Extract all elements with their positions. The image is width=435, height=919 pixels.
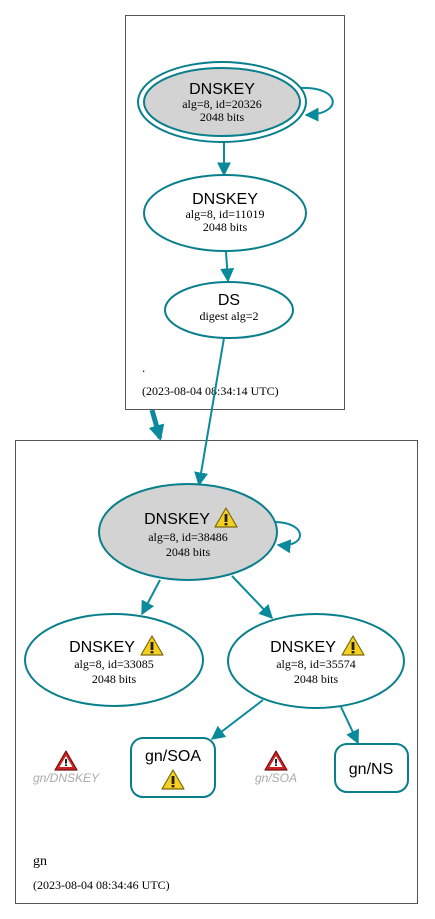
gn-soa-error-label: gn/SOA: [255, 771, 297, 785]
gn-dnskey-error-label: gn/DNSKEY: [33, 771, 100, 785]
gn-key2-to-soa-edge: [210, 699, 264, 740]
root-ksk-self-signature-edge: [299, 86, 334, 122]
root-zsk-to-ds-edge: [220, 251, 235, 283]
zone-root: DNSKEY alg=8, id=20326 2048 bits DNSKEY …: [125, 15, 345, 410]
gn-key-35574-detail: alg=8, id=35574: [276, 657, 356, 671]
root-zsk-type: DNSKEY: [192, 191, 258, 208]
gn-key-33085-size: 2048 bits: [92, 672, 137, 686]
gn-ksk-type: DNSKEY: [144, 511, 210, 528]
gn-ksk-detail: alg=8, id=38486: [148, 530, 228, 544]
gn-ns-node[interactable]: gn/NS: [334, 743, 409, 793]
gn-key2-to-ns-edge: [340, 706, 359, 745]
gn-ksk-to-key1-edge: [141, 579, 161, 616]
root-ksk-detail: alg=8, id=20326: [182, 97, 262, 111]
gn-soa-node[interactable]: gn/SOA: [130, 737, 216, 798]
root-ksk-node[interactable]: DNSKEY alg=8, id=20326 2048 bits: [137, 61, 307, 143]
root-ksk-size: 2048 bits: [200, 110, 245, 124]
ds-to-gn-ksk-edge: [194, 337, 225, 487]
gn-key-35574-type: DNSKEY: [270, 639, 336, 656]
gn-soa-error[interactable]: gn/SOA: [255, 750, 297, 785]
gn-ksk-size: 2048 bits: [166, 545, 211, 559]
root-ds-type: DS: [218, 292, 240, 309]
zone-root-timestamp: (2023-08-04 08:34:14 UTC): [142, 384, 279, 398]
gn-key-33085-node[interactable]: DNSKEY alg=8, id=33085 2048 bits: [24, 613, 204, 707]
zone-gn: DNSKEY alg=8, id=38486 2048 bits DNSKEY …: [15, 337, 418, 904]
gn-key-33085-type: DNSKEY: [69, 639, 135, 656]
zone-root-label: .: [142, 360, 145, 375]
zone-gn-label: gn: [33, 854, 47, 869]
gn-ksk-node[interactable]: DNSKEY alg=8, id=38486 2048 bits: [98, 483, 278, 581]
gn-key-33085-detail: alg=8, id=33085: [74, 657, 154, 671]
gn-ksk-to-key2-edge: [231, 575, 273, 620]
root-ds-node[interactable]: DS digest alg=2: [164, 281, 294, 339]
root-ds-detail: digest alg=2: [199, 309, 258, 323]
root-zsk-detail: alg=8, id=11019: [185, 207, 264, 221]
gn-ksk-self-signature-edge: [273, 521, 301, 554]
zone-gn-timestamp: (2023-08-04 08:34:46 UTC): [33, 878, 170, 892]
gn-ns-type: gn/NS: [349, 761, 393, 778]
gn-key-35574-node[interactable]: DNSKEY alg=8, id=35574 2048 bits: [227, 613, 405, 709]
delegation-edge: [148, 409, 165, 442]
gn-key-35574-size: 2048 bits: [294, 672, 339, 686]
gn-soa-type: gn/SOA: [145, 748, 201, 765]
root-ksk-type: DNSKEY: [189, 81, 255, 98]
gn-dnskey-error[interactable]: gn/DNSKEY: [33, 750, 100, 785]
root-zsk-node[interactable]: DNSKEY alg=8, id=11019 2048 bits: [143, 174, 307, 252]
root-zsk-size: 2048 bits: [203, 220, 248, 234]
